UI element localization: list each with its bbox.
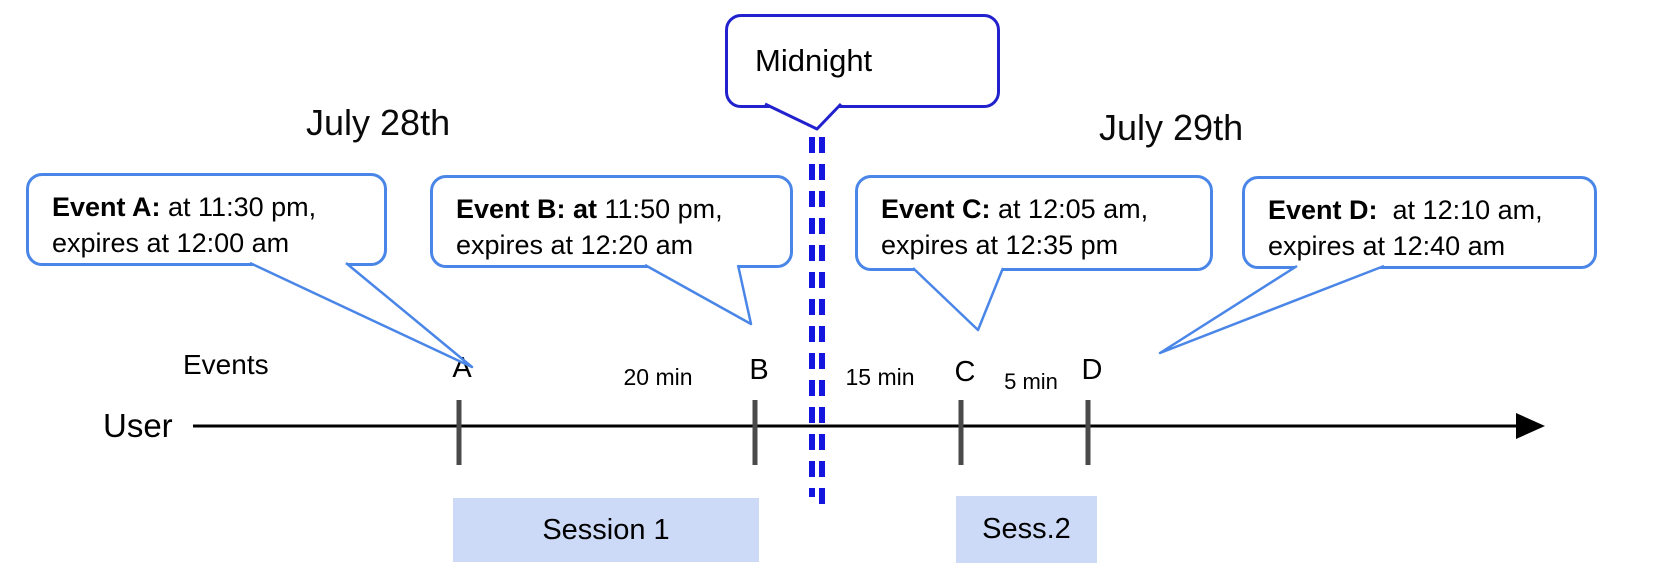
gap-label-20min: 20 min (623, 364, 693, 390)
session-2-box: Sess.2 (956, 496, 1097, 563)
callout-event-c: Event C: at 12:05 am, expires at 12:35 p… (855, 175, 1213, 271)
date-title-july-28: July 28th (306, 102, 451, 143)
event-d-title: Event D: (1268, 195, 1378, 225)
midnight-label: Midnight (755, 43, 873, 78)
event-a-title: Event A: (52, 192, 161, 222)
user-axis-label: User (103, 407, 173, 444)
session-1-label: Session 1 (542, 513, 670, 546)
event-d-callout-tail (1158, 264, 1385, 355)
midnight-callout: Midnight (725, 14, 1000, 108)
events-axis-label: Events (183, 349, 269, 380)
timeline-arrowhead-icon (1516, 413, 1545, 439)
event-a-callout-tail (249, 261, 474, 369)
event-a-line1: Event A: at 11:30 pm, (52, 189, 376, 225)
event-d-line1: Event D: at 12:10 am, (1268, 192, 1586, 228)
event-c-time: at 12:05 am, (990, 194, 1149, 224)
session-1-box: Session 1 (453, 498, 759, 562)
tick-label-d: D (1081, 354, 1103, 386)
tick-label-b: B (749, 354, 769, 386)
event-c-line1: Event C: at 12:05 am, (881, 191, 1202, 227)
callout-event-d: Event D: at 12:10 am, expires at 12:40 a… (1242, 176, 1597, 269)
session-2-label: Sess.2 (982, 513, 1071, 545)
event-d-time: at 12:10 am, (1377, 195, 1543, 225)
event-c-callout-tail (912, 267, 1005, 332)
event-b-line2: expires at 12:20 am (456, 230, 694, 260)
event-b-line1: Event B: at 11:50 pm, (456, 191, 782, 227)
tick-label-c: C (954, 356, 976, 388)
event-a-line2: expires at 12:00 am (52, 228, 290, 258)
event-c-title: Event C: (881, 194, 991, 224)
gap-label-15min: 15 min (845, 364, 915, 390)
gap-label-5min: 5 min (1004, 369, 1058, 394)
event-c-line2: expires at 12:35 pm (881, 230, 1119, 260)
event-b-callout-tail (644, 263, 753, 326)
callout-event-a: Event A: at 11:30 pm, expires at 12:00 a… (26, 173, 387, 266)
date-title-july-29: July 29th (1099, 107, 1244, 148)
event-a-time: at 11:30 pm, (160, 192, 317, 222)
tick-label-a: A (452, 352, 472, 384)
event-b-title: Event B: at (456, 194, 598, 224)
event-b-time: 11:50 pm, (597, 194, 723, 224)
callout-event-b: Event B: at 11:50 pm, expires at 12:20 a… (430, 175, 793, 268)
event-d-line2: expires at 12:40 am (1268, 231, 1506, 261)
